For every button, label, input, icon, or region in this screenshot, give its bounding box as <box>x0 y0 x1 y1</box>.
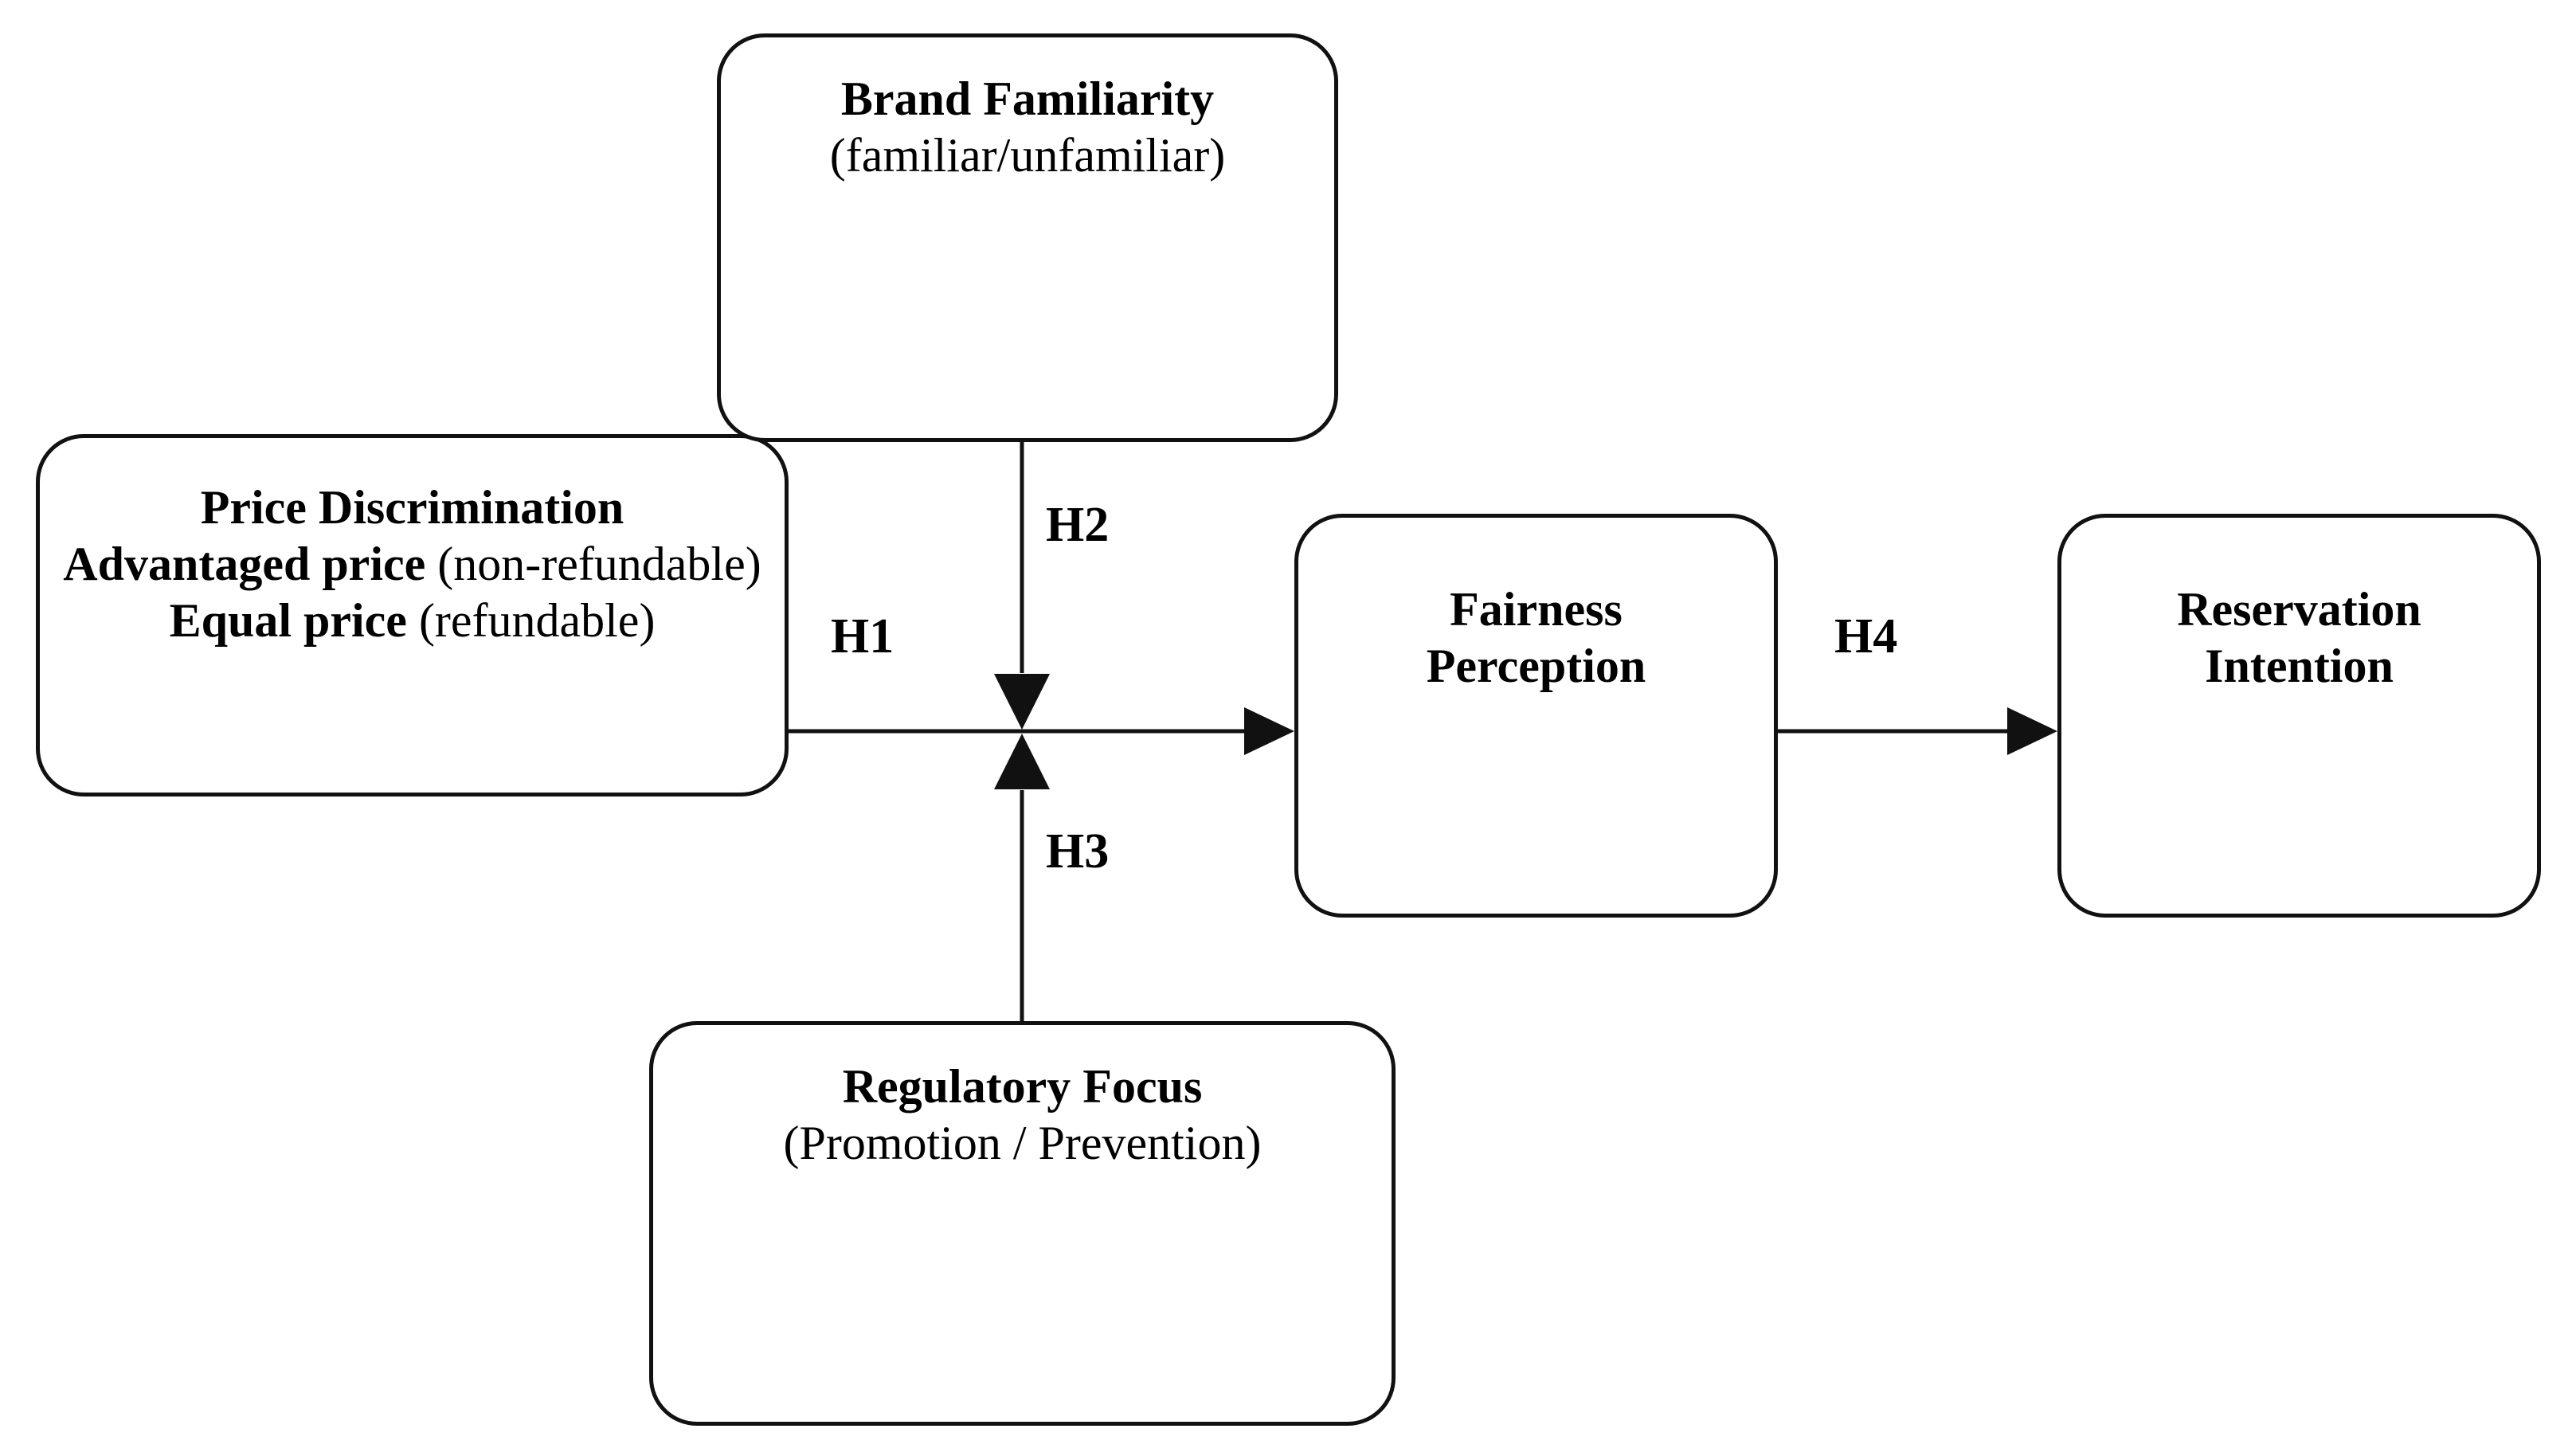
node-regulatory-focus-title: Regulatory Focus <box>842 1060 1203 1113</box>
edge-label-h3: H3 <box>1046 824 1110 879</box>
node-price-discrimination-condition-equal: Equal price (refundable) <box>170 593 656 649</box>
condition-advantaged-bold: Advantaged price <box>63 537 426 590</box>
node-reservation-intention[interactable]: Reservation Intention <box>2057 514 2541 918</box>
condition-equal-detail: (refundable) <box>406 593 656 647</box>
condition-equal-bold: Equal price <box>169 593 407 647</box>
edge-label-h1: H1 <box>831 609 894 663</box>
node-reservation-intention-title: Reservation Intention <box>2177 583 2421 692</box>
node-fairness-perception[interactable]: Fairness Perception <box>1294 514 1778 918</box>
node-fairness-perception-title: Fairness Perception <box>1426 583 1646 692</box>
condition-advantaged-detail: (non-refundable) <box>425 537 761 590</box>
edge-label-h4: H4 <box>1834 609 1898 663</box>
node-brand-familiarity-subtitle: (familiar/unfamiliar) <box>829 128 1226 182</box>
edge-h3-arrowhead <box>994 734 1050 789</box>
edge-label-h2: H2 <box>1046 498 1110 552</box>
edge-h1-arrowhead <box>1244 707 1294 755</box>
node-price-discrimination-title: Price Discrimination <box>200 481 624 534</box>
node-price-discrimination[interactable]: Price Discrimination Advantaged price (n… <box>36 434 789 796</box>
node-brand-familiarity[interactable]: Brand Familiarity (familiar/unfamiliar) <box>717 33 1338 442</box>
node-brand-familiarity-title: Brand Familiarity <box>840 72 1215 125</box>
node-regulatory-focus-subtitle: (Promotion / Prevention) <box>783 1116 1262 1169</box>
edge-h2-arrowhead <box>994 674 1050 730</box>
node-regulatory-focus[interactable]: Regulatory Focus (Promotion / Prevention… <box>649 1021 1396 1426</box>
edge-h4-arrowhead <box>2007 707 2057 755</box>
node-price-discrimination-condition-advantaged: Advantaged price (non-refundable) <box>63 536 761 593</box>
